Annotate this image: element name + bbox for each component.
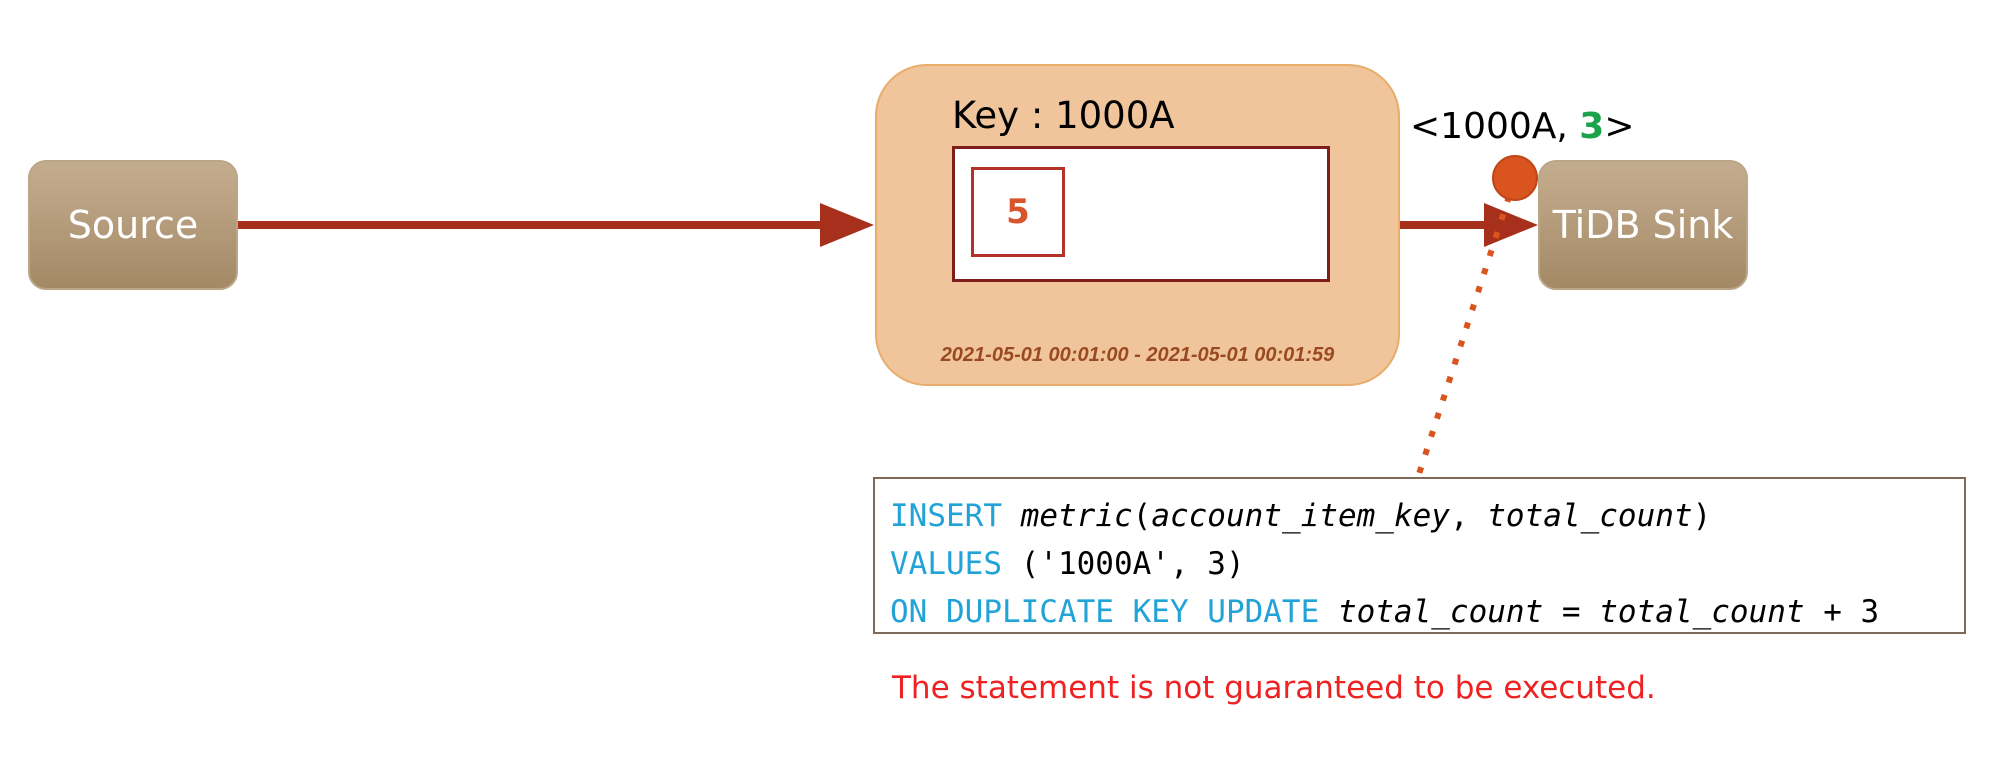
emit-value: 3 — [1579, 106, 1605, 147]
emit-suffix: > — [1604, 106, 1635, 147]
sql-keyword-on-duplicate: ON DUPLICATE KEY UPDATE — [890, 594, 1320, 630]
window-key-label: Key : 1000A — [952, 94, 1175, 137]
sql-keyword-values: VALUES — [890, 546, 1002, 582]
sql-line-1: INSERT metric(account_item_key, total_co… — [890, 492, 1964, 540]
sql-line-3: ON DUPLICATE KEY UPDATE total_count = to… — [890, 588, 1964, 636]
emit-prefix: <1000A, — [1410, 106, 1580, 147]
count-value: 5 — [1006, 192, 1030, 232]
sink-label: TiDB Sink — [1552, 203, 1734, 247]
sql-update-column: total_count — [1337, 594, 1544, 630]
tidb-sink-node: TiDB Sink — [1538, 160, 1748, 290]
emit-dot — [1492, 155, 1538, 201]
window-node: Key : 1000A 5 2021-05-01 00:01:00 - 2021… — [875, 64, 1400, 386]
emit-label: <1000A, 3> — [1410, 106, 1635, 147]
sql-paren-open: ( — [1132, 498, 1152, 534]
sql-line-2: VALUES ('1000A', 3) — [890, 540, 1964, 588]
window-time-range: 2021-05-01 00:01:00 - 2021-05-01 00:01:5… — [940, 344, 1335, 366]
sql-separator: , — [1449, 498, 1488, 534]
sql-statement-box: INSERT metric(account_item_key, total_co… — [873, 477, 1966, 634]
dotted-connector — [1416, 177, 1518, 475]
sql-equals: = — [1543, 594, 1600, 630]
sql-update-source-column: total_count — [1599, 594, 1805, 630]
source-to-window-arrowhead — [820, 203, 874, 247]
sql-keyword-insert: INSERT — [890, 498, 1002, 534]
sql-paren-close: ) — [1692, 498, 1712, 534]
warning-note: The statement is not guaranteed to be ex… — [892, 670, 1656, 706]
sql-table-name: metric — [1020, 498, 1133, 534]
window-slot: 5 — [952, 146, 1330, 282]
sql-column-1: account_item_key — [1151, 498, 1450, 534]
window-to-sink-arrowhead — [1484, 203, 1538, 247]
sql-update-increment: + 3 — [1804, 594, 1880, 630]
source-label: Source — [67, 203, 199, 247]
count-box: 5 — [971, 167, 1065, 257]
source-node: Source — [28, 160, 238, 290]
sql-values: ('1000A', 3) — [1001, 546, 1245, 582]
sql-column-2: total_count — [1487, 498, 1693, 534]
